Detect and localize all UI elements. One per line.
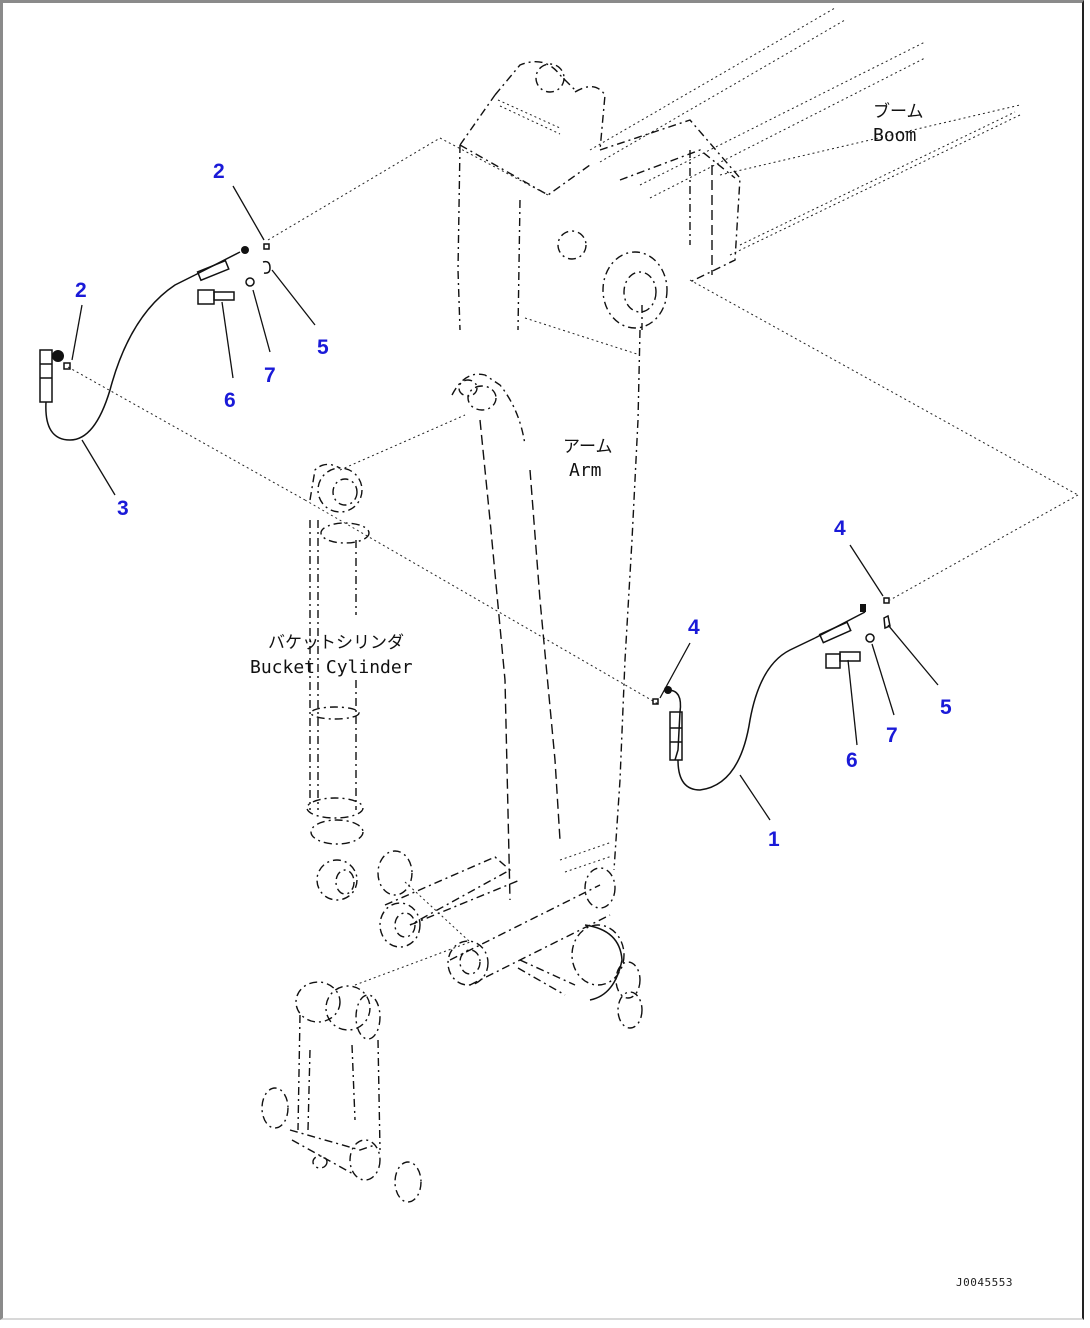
- callout-7-left: 7: [264, 364, 276, 387]
- link-drawing: [377, 850, 643, 1029]
- callout-6-left: 6: [224, 389, 236, 412]
- bucket-cylinder-label-jp: バケットシリンダ: [268, 633, 404, 653]
- arm-label-en: Arm: [569, 460, 602, 481]
- callout-1: 1: [768, 828, 780, 851]
- boom-drawing: [589, 7, 1021, 329]
- bucket-cylinder-label-en: Bucket Cylinder: [250, 657, 413, 678]
- arm-drawing: [451, 61, 643, 901]
- callout-4-upper: 4: [834, 517, 846, 540]
- callout-2-left: 2: [75, 279, 87, 302]
- leader-lines: [71, 185, 939, 821]
- callout-2-upper: 2: [213, 160, 225, 183]
- component-labels: ブーム Boom アーム Arm バケットシリンダ Bucket Cylinde…: [250, 101, 924, 678]
- bucket-cylinder-drawing: [306, 463, 370, 901]
- arm-label-jp: アーム: [563, 437, 612, 457]
- callout-5-left: 5: [317, 336, 329, 359]
- callout-7-right: 7: [886, 724, 898, 747]
- callout-3: 3: [117, 497, 129, 520]
- sensor-harness-1: [652, 597, 891, 791]
- boom-label-en: Boom: [873, 125, 916, 146]
- callout-6-right: 6: [846, 749, 858, 772]
- sensor-harness-3: [39, 243, 271, 441]
- callout-4-lower: 4: [688, 616, 700, 639]
- callouts: 2 2 3 5 6 7 4 4 5 6 7 1: [75, 160, 952, 851]
- assembly-lines: [67, 137, 1079, 986]
- drawing-code: J0045553: [956, 1276, 1013, 1289]
- callout-5-right: 5: [940, 696, 952, 719]
- boom-label-jp: ブーム: [873, 101, 924, 122]
- bucket-link-drawing: [261, 981, 422, 1203]
